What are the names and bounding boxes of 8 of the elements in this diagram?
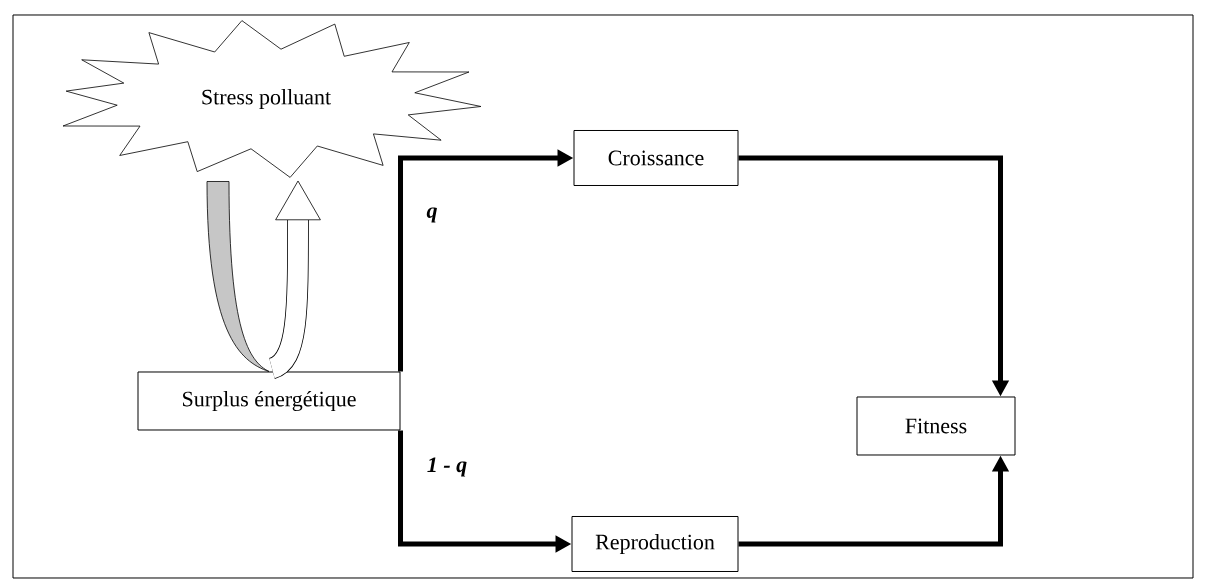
starburst: Stress polluant [62, 20, 482, 178]
edge-label: 1 - q [427, 457, 467, 477]
edge-label: q [426, 207, 437, 223]
process-box: Surplus énergétique [137, 371, 401, 431]
process-box: Reproduction [571, 516, 739, 572]
process-box: Fitness [856, 396, 1016, 456]
u-turn-arrow [206, 180, 321, 379]
process-box: Croissance [573, 130, 739, 186]
